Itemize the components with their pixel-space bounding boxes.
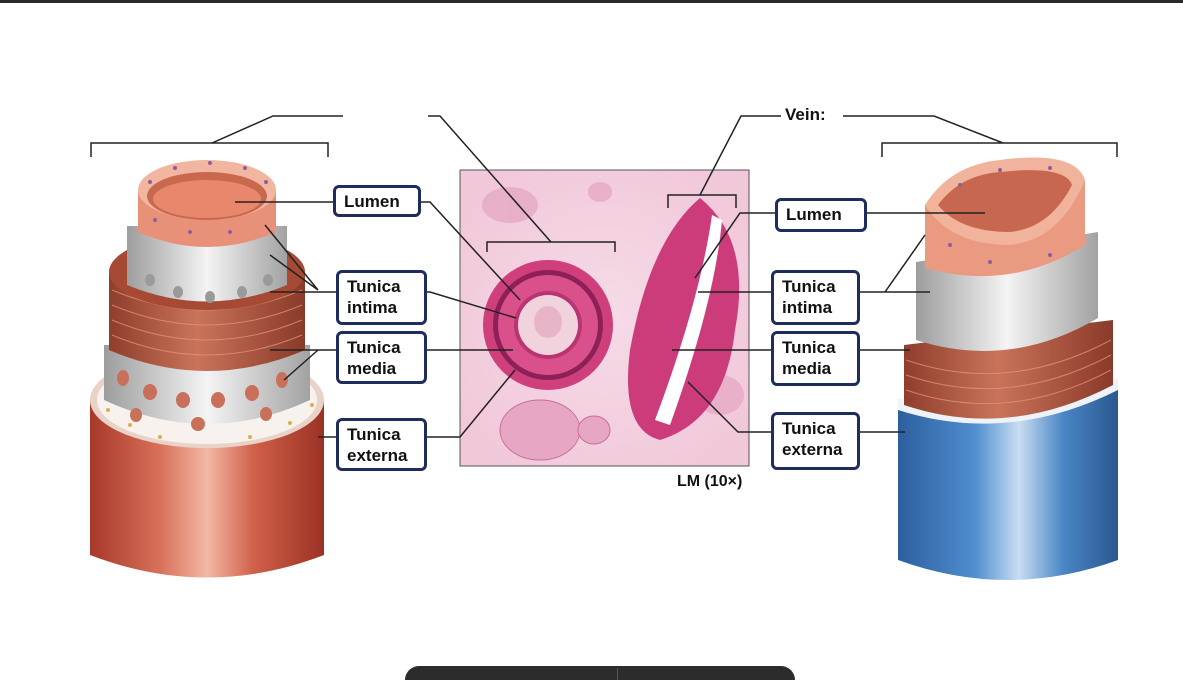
- top-window-bar: [0, 0, 1183, 3]
- artery-externa-layer: [90, 400, 324, 578]
- vein-lumen-label: Lumen: [775, 198, 867, 232]
- toolbar-divider: [617, 668, 618, 680]
- histology-micrograph: [459, 169, 750, 467]
- artery-illustration: [90, 115, 343, 578]
- bottom-toolbar-tab[interactable]: [405, 666, 795, 680]
- artery-lumen-opening: [153, 180, 261, 218]
- vein-illustration: [843, 115, 1118, 580]
- vein-bracket: [843, 115, 1004, 157]
- vein-tunica-externa-label: Tunica externa: [771, 412, 860, 470]
- artery-lumen-label: Lumen: [333, 185, 421, 217]
- magnification-caption: LM (10×): [674, 473, 746, 491]
- vein-leader-lines: [672, 212, 985, 433]
- vein-tunica-media-label: Tunica media: [771, 331, 860, 386]
- artery-bracket: [90, 115, 343, 157]
- artery-tunica-media-label: Tunica media: [336, 331, 427, 384]
- artery-tunica-intima-label: Tunica intima: [336, 270, 427, 325]
- vein-externa-layer: [898, 390, 1118, 580]
- vein-tunica-intima-label: Tunica intima: [771, 270, 860, 325]
- vein-title: Vein:: [782, 105, 829, 125]
- artery-tunica-externa-label: Tunica externa: [336, 418, 427, 471]
- artery-intima-layer: [127, 226, 287, 302]
- vein-lumen-opening: [938, 170, 1072, 232]
